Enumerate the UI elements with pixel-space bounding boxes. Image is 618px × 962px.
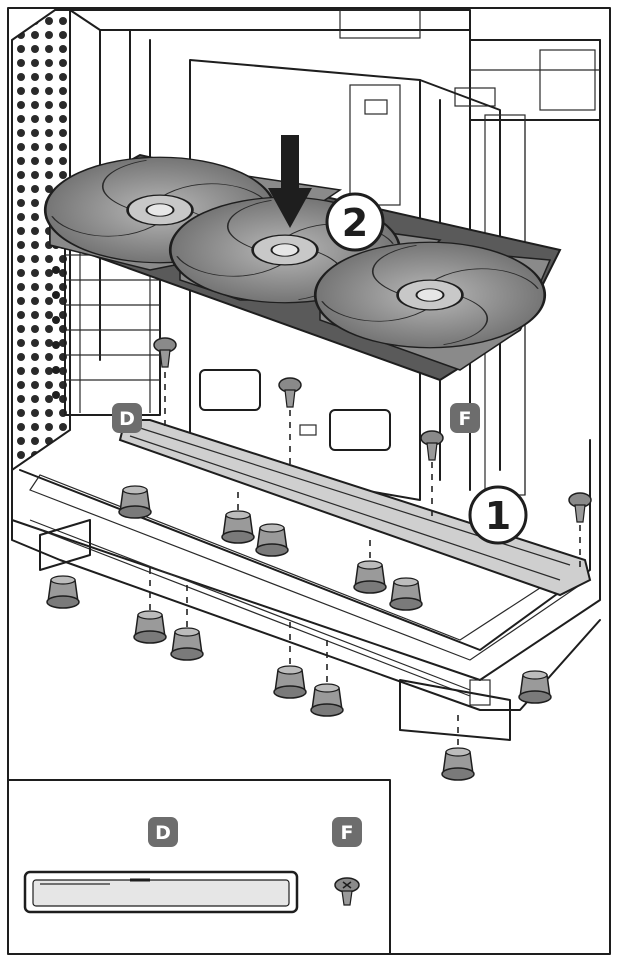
inset-part-f-badge: F — [332, 817, 362, 847]
rubber-foot-icon — [353, 560, 387, 594]
inset-part-d-badge: D — [148, 817, 178, 847]
rubber-foot-icon — [170, 627, 204, 661]
svg-text:D: D — [119, 408, 135, 430]
step-1-callout: 1 — [468, 485, 528, 545]
rubber-foot-icon — [133, 610, 167, 644]
down-arrow-icon — [268, 135, 312, 228]
pc-case — [11, 9, 601, 741]
triple-fan-assembly — [43, 153, 562, 382]
cable-cutout-right — [329, 409, 391, 451]
svg-text:D: D — [155, 822, 171, 844]
rubber-foot-icon — [441, 747, 475, 781]
screw-icon — [568, 492, 592, 523]
rubber-foot-icon — [255, 523, 289, 557]
rubber-foot-icon — [310, 683, 344, 717]
step-2-callout: 2 — [325, 192, 385, 252]
screw-icon — [278, 377, 302, 408]
svg-text:F: F — [341, 822, 354, 844]
rubber-foot-icon — [273, 665, 307, 699]
part-f-badge: F — [450, 403, 480, 433]
part-d-badge: D — [112, 403, 142, 433]
cable-cutout-left — [199, 369, 261, 411]
svg-text:F: F — [459, 408, 472, 430]
rubber-foot-icon — [221, 510, 255, 544]
diagram-frame — [7, 7, 611, 955]
svg-text:1: 1 — [485, 494, 511, 538]
feet-guides — [149, 492, 459, 748]
parts-inset: D F — [7, 779, 391, 955]
inset-bracket-d — [23, 870, 299, 914]
svg-text:2: 2 — [342, 201, 368, 245]
motherboard-tray — [189, 59, 421, 501]
inset-screw-icon — [334, 877, 360, 906]
rubber-foot-icon — [518, 670, 552, 704]
rubber-foot-icon — [46, 575, 80, 609]
rubber-foot-icon — [118, 485, 152, 519]
rubber-foot-icon — [389, 577, 423, 611]
screw-guides — [164, 372, 581, 570]
rubber-feet — [46, 485, 552, 781]
screw-icon — [420, 430, 444, 461]
screw-icon — [153, 337, 177, 368]
fan-3 — [313, 241, 547, 349]
